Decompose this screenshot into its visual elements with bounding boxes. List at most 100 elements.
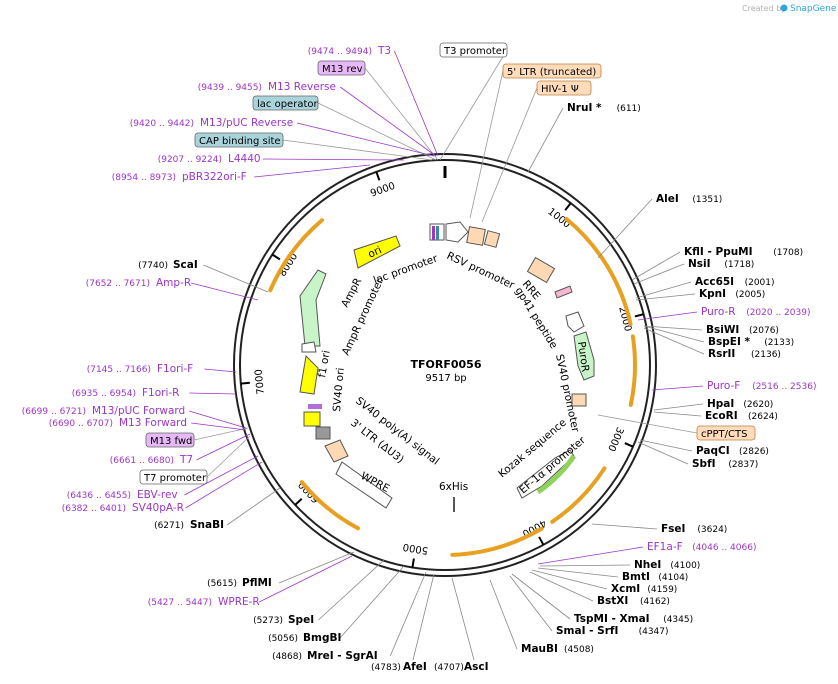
feature-tag-label: M13 rev bbox=[322, 64, 363, 75]
enzyme-name: KflI - PpuMI bbox=[684, 246, 753, 258]
sv40-promoter-feature[interactable] bbox=[565, 311, 585, 333]
enzyme-position: (4868) bbox=[272, 652, 302, 662]
ltr3-feature[interactable] bbox=[324, 439, 349, 463]
backbone-outer-strand bbox=[233, 153, 657, 577]
primer-range: (9474 .. 9494) bbox=[308, 47, 372, 57]
primer-range: (9420 .. 9442) bbox=[130, 119, 194, 129]
ltr5-feature[interactable] bbox=[466, 226, 486, 246]
sv40-small-grey-feature bbox=[315, 426, 331, 440]
arc-2 bbox=[628, 334, 637, 407]
enzyme-leader bbox=[643, 327, 705, 355]
primer-range: (5427 .. 5447) bbox=[148, 598, 212, 608]
enzyme-position: (4104) bbox=[658, 573, 688, 583]
primer-leader bbox=[537, 546, 644, 565]
enzyme-position: (2837) bbox=[728, 460, 758, 470]
ori-feature[interactable] bbox=[353, 235, 401, 269]
primer-leader bbox=[254, 164, 371, 178]
feature-tag-box[interactable] bbox=[536, 80, 592, 96]
feature-tag-box[interactable] bbox=[696, 425, 756, 441]
enzyme-name: RsrII bbox=[708, 348, 735, 360]
primer-leader bbox=[259, 555, 353, 603]
primer-leader bbox=[190, 282, 259, 301]
primer-range: (6436 .. 6455) bbox=[67, 491, 131, 501]
wpre-feature[interactable] bbox=[335, 461, 393, 509]
leader-lines bbox=[184, 49, 705, 661]
enzyme-leader bbox=[451, 577, 475, 661]
enzyme-name: NsiI bbox=[688, 258, 711, 270]
enzyme-position: (4783) bbox=[371, 663, 401, 673]
enzyme-name: MauBI bbox=[521, 643, 558, 655]
feature-tag-box[interactable] bbox=[194, 132, 284, 148]
enzyme-position: (3624) bbox=[697, 525, 727, 535]
primer-leader bbox=[188, 410, 247, 429]
tick-label: 5000 bbox=[402, 541, 429, 556]
enzyme-leader bbox=[278, 551, 355, 584]
feature-tag-box[interactable] bbox=[139, 469, 208, 485]
enzyme-name: BmgBI bbox=[303, 632, 341, 644]
tag-leader bbox=[597, 414, 698, 434]
primer-name: Puro-F bbox=[707, 380, 740, 392]
primer-name: M13 Reverse bbox=[268, 81, 336, 93]
f1-ori-label: f1 ori bbox=[316, 349, 333, 378]
enzyme-leader bbox=[539, 564, 631, 567]
rre-feature[interactable] bbox=[526, 256, 556, 284]
sv40-ori-small-marker bbox=[308, 404, 322, 409]
f1-ori-feature[interactable] bbox=[299, 354, 319, 395]
primer-leader bbox=[185, 461, 263, 509]
enzyme-leader bbox=[639, 439, 693, 452]
enzyme-leader bbox=[509, 575, 553, 632]
tick-label: 9000 bbox=[369, 181, 397, 200]
primer-leader bbox=[189, 392, 237, 395]
feature-tag-box[interactable] bbox=[317, 60, 366, 76]
feature-tag-box[interactable] bbox=[439, 42, 508, 58]
psi-feature[interactable] bbox=[483, 230, 501, 248]
primer-leader bbox=[196, 433, 251, 461]
gp41-feature[interactable] bbox=[554, 285, 573, 299]
enzyme-name: HpaI bbox=[707, 398, 734, 410]
primer-name: EF1a-F bbox=[647, 541, 683, 553]
enzyme-leader bbox=[511, 573, 571, 620]
ampr-feature[interactable] bbox=[299, 269, 327, 347]
sv40-ori-feature[interactable] bbox=[303, 411, 321, 427]
enzyme-leader bbox=[527, 107, 564, 173]
watermark-created-by: Created by bbox=[742, 4, 786, 13]
enzyme-position: (4707) bbox=[434, 663, 464, 673]
tag-leader bbox=[193, 427, 249, 441]
enzyme-leader bbox=[633, 263, 685, 285]
primer-leader bbox=[296, 122, 435, 157]
enzyme-leader bbox=[531, 569, 608, 590]
primer-range: (7652 .. 7671) bbox=[86, 279, 150, 289]
enzyme-position: (5273) bbox=[253, 616, 283, 626]
primer-leader bbox=[184, 455, 259, 496]
primer-leader bbox=[262, 158, 405, 161]
primer-leader bbox=[394, 50, 439, 157]
puror-feature[interactable] bbox=[573, 331, 595, 381]
feature-tag-box[interactable] bbox=[502, 63, 602, 79]
primer-name: L4440 bbox=[228, 153, 261, 165]
ampr-promoter-feature[interactable] bbox=[301, 341, 317, 353]
primer-leader bbox=[204, 368, 237, 373]
feature-tag-label: M13 fwd bbox=[150, 436, 192, 447]
primer-name: Amp-R bbox=[156, 277, 191, 289]
enzyme-name: PaqCI bbox=[696, 445, 730, 457]
primer-range: (6699 .. 6721) bbox=[22, 407, 86, 417]
enzyme-position: (5615) bbox=[207, 579, 237, 589]
lac-promoter-label: lac promoter bbox=[372, 252, 440, 286]
enzyme-leader bbox=[537, 567, 619, 578]
enzyme-position: (4347) bbox=[639, 627, 669, 637]
primer-range: (6661 .. 6680) bbox=[110, 456, 174, 466]
primer-name: T7 bbox=[179, 454, 193, 466]
feature-tag-box[interactable] bbox=[145, 432, 195, 448]
enzyme-name: AfeI bbox=[403, 661, 427, 673]
ef1a-green-arc bbox=[536, 454, 577, 495]
enzyme-leader bbox=[635, 281, 692, 299]
puror-label: PuroR bbox=[575, 341, 591, 373]
enzyme-position: (2133) bbox=[764, 338, 794, 348]
rsv-promoter-feature[interactable] bbox=[445, 221, 469, 243]
enzyme-position: (2624) bbox=[748, 412, 778, 422]
enzyme-name: BsiWI bbox=[706, 324, 739, 336]
tick-8000 bbox=[271, 253, 281, 261]
feature-tag-box[interactable] bbox=[252, 95, 319, 111]
tick-3000 bbox=[624, 442, 634, 448]
